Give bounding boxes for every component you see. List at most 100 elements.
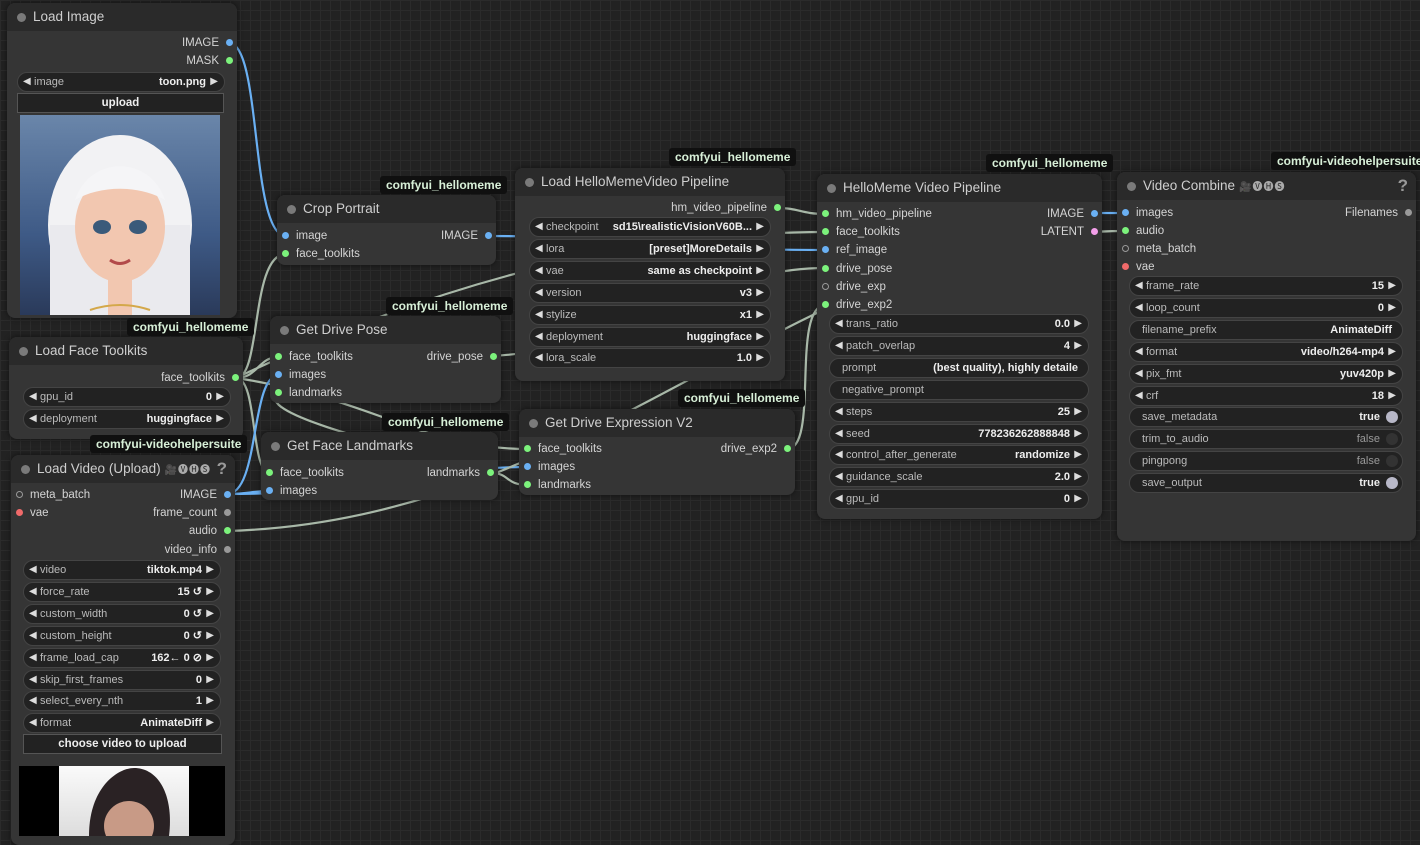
upload-button[interactable]: upload [17,93,224,113]
output-image[interactable]: IMAGE [441,227,492,245]
output-drive-pose[interactable]: drive_pose [427,348,497,366]
input-images[interactable]: images [266,482,317,500]
toggle-knob-icon[interactable] [1386,455,1398,468]
socket-icon[interactable] [524,445,531,452]
right-arrow-icon[interactable]: ▶ [1388,301,1396,313]
input-face-toolkits[interactable]: face_toolkits [266,464,344,482]
socket-icon[interactable] [16,509,23,516]
left-arrow-icon[interactable]: ◀ [835,471,843,483]
node-title[interactable]: Get Drive Expression V2 [519,409,795,437]
right-arrow-icon[interactable]: ▶ [210,76,218,87]
left-arrow-icon[interactable]: ◀ [1135,280,1143,291]
output-latent[interactable]: LATENT [1041,223,1098,241]
right-arrow-icon[interactable]: ▶ [756,286,764,298]
input-vae[interactable]: vae [16,504,49,522]
right-arrow-icon[interactable]: ▶ [756,330,764,342]
right-arrow-icon[interactable]: ▶ [1388,389,1396,401]
right-arrow-icon[interactable]: ▶ [756,242,764,254]
input-face-toolkits[interactable]: face_toolkits [524,440,602,458]
input-drive-pose[interactable]: drive_pose [822,260,892,278]
left-arrow-icon[interactable]: ◀ [835,493,843,505]
right-arrow-icon[interactable]: ▶ [1074,449,1082,461]
socket-icon[interactable] [822,210,829,217]
input-meta-batch[interactable]: meta_batch [1122,240,1196,258]
node-load-pipeline[interactable]: Load HelloMemeVideo Pipeline hm_video_pi… [515,168,785,381]
right-arrow-icon[interactable]: ▶ [1388,367,1396,379]
input-image[interactable]: image [282,227,327,245]
left-arrow-icon[interactable]: ◀ [835,449,843,461]
right-arrow-icon[interactable]: ▶ [1074,318,1082,329]
socket-icon[interactable] [524,463,531,470]
socket-icon[interactable] [485,232,492,239]
socket-icon[interactable] [1122,263,1129,270]
collapse-dot-icon[interactable] [287,205,296,214]
collapse-dot-icon[interactable] [19,347,28,356]
widget-lora[interactable]: ◀lora[preset]MoreDetails▶ [529,238,771,259]
right-arrow-icon[interactable]: ▶ [1388,280,1396,291]
output-video-info[interactable]: video_info [165,541,231,559]
left-arrow-icon[interactable]: ◀ [29,585,37,597]
right-arrow-icon[interactable]: ▶ [206,651,214,663]
socket-icon[interactable] [1122,227,1129,234]
node-title[interactable]: Get Drive Pose [270,316,501,344]
output-audio[interactable]: audio [189,522,231,540]
node-load-video[interactable]: Load Video (Upload)🎥🅥🅗🅢? meta_batch vae … [11,455,235,845]
input-images[interactable]: images [524,458,575,476]
left-arrow-icon[interactable]: ◀ [29,695,37,707]
input-audio[interactable]: audio [1122,222,1164,240]
node-title[interactable]: Get Face Landmarks [261,432,498,460]
right-arrow-icon[interactable]: ▶ [206,629,214,641]
output-image[interactable]: IMAGE [180,486,231,504]
right-arrow-icon[interactable]: ▶ [206,585,214,597]
output-filenames[interactable]: Filenames [1345,204,1412,222]
socket-icon[interactable] [224,527,231,534]
left-arrow-icon[interactable]: ◀ [835,405,843,417]
output-image[interactable]: IMAGE [1047,205,1098,223]
socket-icon[interactable] [226,57,233,64]
collapse-dot-icon[interactable] [280,326,289,335]
input-vae[interactable]: vae [1122,258,1155,276]
right-arrow-icon[interactable]: ▶ [756,352,764,364]
socket-icon[interactable] [784,445,791,452]
left-arrow-icon[interactable]: ◀ [29,629,37,641]
help-icon[interactable]: ? [1397,176,1408,195]
left-arrow-icon[interactable]: ◀ [535,308,543,320]
socket-icon[interactable] [524,481,531,488]
node-get-face-landmarks[interactable]: Get Face Landmarks face_toolkits images … [261,432,498,500]
input-face-toolkits[interactable]: face_toolkits [275,348,353,366]
output-drive-exp2[interactable]: drive_exp2 [721,440,791,458]
right-arrow-icon[interactable]: ▶ [1388,345,1396,357]
output-hm-video-pipeline[interactable]: hm_video_pipeline [671,199,781,217]
left-arrow-icon[interactable]: ◀ [29,673,37,685]
widget-negative-prompt[interactable]: negative_prompt [829,379,1089,400]
collapse-dot-icon[interactable] [1127,182,1136,191]
socket-icon[interactable] [275,371,282,378]
toggle-knob-icon[interactable] [1386,433,1398,446]
collapse-dot-icon[interactable] [827,184,836,193]
left-arrow-icon[interactable]: ◀ [29,651,37,663]
socket-icon[interactable] [224,491,231,498]
right-arrow-icon[interactable]: ▶ [216,413,224,424]
socket-icon[interactable] [282,250,289,257]
left-arrow-icon[interactable]: ◀ [29,391,37,402]
socket-icon[interactable] [224,546,231,553]
